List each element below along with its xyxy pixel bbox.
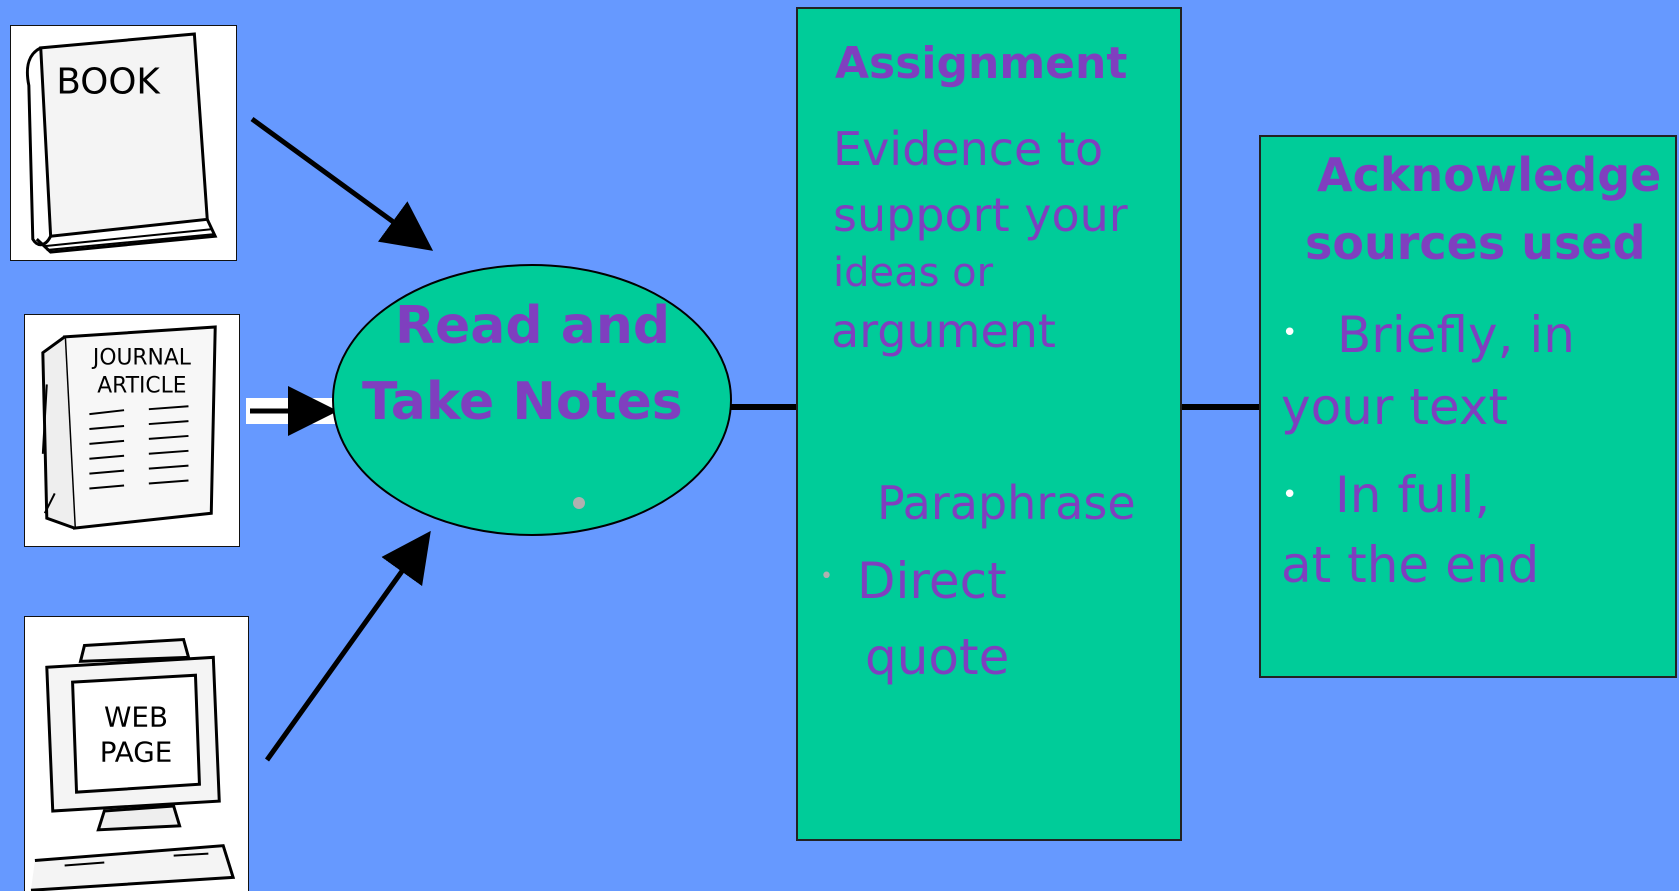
hub-ellipse xyxy=(332,264,732,536)
assignment-direct-bullet: • xyxy=(820,564,833,589)
book-label: BOOK xyxy=(56,61,161,102)
acknowledge-item1-line2: your text xyxy=(1281,378,1509,436)
acknowledge-item2-bullet: • xyxy=(1282,480,1298,510)
arrow-book-to-hub xyxy=(250,116,434,251)
webpage-label-line1: WEB xyxy=(104,701,168,734)
journal-article-image: JOURNAL ARTICLE xyxy=(24,314,240,547)
assignment-direct-line2: quote xyxy=(865,628,1010,686)
assignment-evidence-line4: argument xyxy=(831,304,1056,358)
assignment-evidence-line3: ideas or xyxy=(833,250,994,296)
acknowledge-title-line2: sources used xyxy=(1305,216,1646,270)
hub-bullet-dot xyxy=(573,497,585,509)
acknowledge-box xyxy=(1259,135,1677,678)
assignment-box xyxy=(796,7,1182,841)
journal-label-line2: ARTICLE xyxy=(97,373,186,398)
assignment-title: Assignment xyxy=(835,38,1128,89)
hub-text-line1: Read and xyxy=(395,296,671,356)
book-icon: BOOK xyxy=(25,32,218,254)
assignment-paraphrase: Paraphrase xyxy=(877,476,1136,530)
webpage-image: WEB PAGE xyxy=(24,616,249,891)
acknowledge-item1-line1: Briefly, in xyxy=(1337,306,1575,364)
journal-icon: JOURNAL ARTICLE xyxy=(41,325,217,530)
assignment-direct-line1: Direct xyxy=(857,552,1007,610)
hub-text-line2: Take Notes xyxy=(362,372,683,432)
acknowledge-item1-bullet: • xyxy=(1282,318,1298,348)
arrow-webpage-to-hub xyxy=(264,530,431,762)
arrow-journal-bg xyxy=(246,398,335,424)
webpage-label-line2: PAGE xyxy=(100,735,173,768)
acknowledge-item2-line1: In full, xyxy=(1335,466,1491,524)
acknowledge-title-line1: Acknowledge xyxy=(1317,148,1662,202)
acknowledge-item2-line2: at the end xyxy=(1281,536,1540,594)
book-image: BOOK xyxy=(10,25,237,261)
assignment-evidence-line1: Evidence to xyxy=(833,122,1104,176)
computer-icon: WEB PAGE xyxy=(30,637,236,891)
assignment-evidence-line2: support your xyxy=(833,188,1128,242)
journal-label-line1: JOURNAL xyxy=(91,346,192,371)
